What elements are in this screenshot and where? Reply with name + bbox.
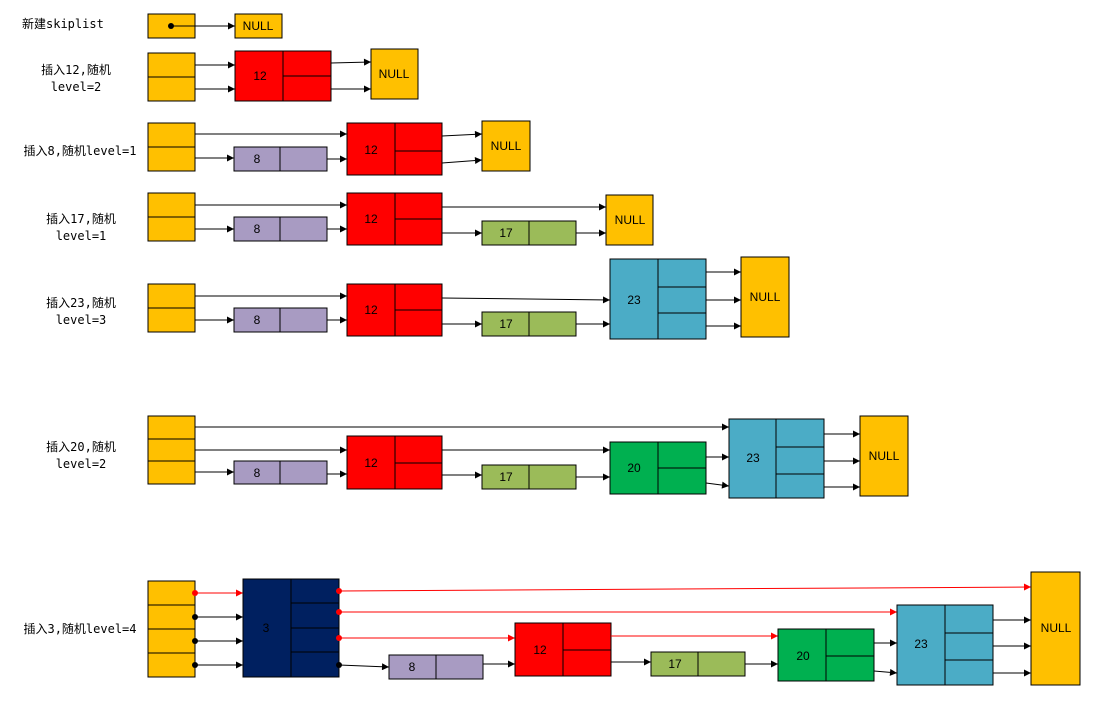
step-3: 插入8,随机level=1 8 12 NULL [23, 120, 531, 176]
null-node [605, 194, 654, 246]
step-3-label: 插入8,随机level=1 [23, 143, 136, 158]
step-6-label-line1: 插入20,随机 [46, 439, 116, 454]
node-8-label: 8 [254, 466, 261, 480]
null-node [740, 256, 790, 338]
step-1: 新建skiplist NULL [22, 13, 283, 39]
node-12-label: 12 [364, 303, 378, 317]
node-8-label: 8 [254, 222, 261, 236]
pointer-arrow [441, 157, 483, 165]
node-17-label: 17 [499, 317, 513, 331]
null-label: NULL [1041, 621, 1072, 635]
pointer-arrow [441, 296, 611, 304]
node-12-label: 12 [364, 456, 378, 470]
step-4-label-line1: 插入17,随机 [46, 211, 116, 226]
null-label: NULL [379, 67, 410, 81]
null-node [1030, 571, 1081, 686]
node-8-label: 8 [254, 152, 261, 166]
null-label: NULL [869, 449, 900, 463]
null-label: NULL [615, 213, 646, 227]
step-6: 插入20,随机 level=2 8 12 17 20 23 [46, 415, 909, 499]
null-label: NULL [491, 139, 522, 153]
node-17-label: 17 [499, 470, 513, 484]
null-node [481, 120, 531, 172]
null-node [859, 415, 909, 497]
step-2: 插入12,随机 level=2 12 NULL [41, 48, 419, 102]
node-17-label: 17 [499, 226, 513, 240]
node-23-label: 23 [914, 637, 928, 651]
step-5: 插入23,随机 level=3 8 12 17 23 NULL [46, 256, 790, 340]
step-5-label-line2: level=3 [56, 313, 107, 327]
node-8-label: 8 [254, 313, 261, 327]
null-label: NULL [243, 19, 274, 33]
null-node [234, 13, 283, 39]
null-node [370, 48, 419, 100]
step-7: 插入3,随机level=4 3 8 [23, 571, 1081, 686]
node-3-label: 3 [263, 621, 270, 635]
step-4-label-line2: level=1 [56, 229, 107, 243]
node-12-label: 12 [364, 212, 378, 226]
node-23-label: 23 [746, 451, 760, 465]
null-label: NULL [750, 290, 781, 304]
step-2-label-line2: level=2 [51, 80, 102, 94]
node-17-label: 17 [668, 657, 682, 671]
update-pointer-arrow [338, 583, 1032, 592]
step-5-label-line1: 插入23,随机 [46, 295, 116, 310]
pointer-arrow [705, 481, 730, 489]
step-6-label-line2: level=2 [56, 457, 107, 471]
step-7-label: 插入3,随机level=4 [23, 621, 136, 636]
node-12-label: 12 [253, 69, 267, 83]
node-20-label: 20 [627, 461, 641, 475]
pointer-arrow [873, 668, 898, 676]
step-1-label: 新建skiplist [22, 16, 104, 31]
step-2-label-line1: 插入12,随机 [41, 62, 111, 77]
node-8-label: 8 [409, 660, 416, 674]
node-20-label: 20 [796, 649, 810, 663]
node-12-label: 12 [533, 643, 547, 657]
head-node [147, 415, 196, 485]
pointer-arrow [330, 58, 372, 66]
node-12-label: 12 [364, 143, 378, 157]
step-4: 插入17,随机 level=1 8 12 17 NULL [46, 192, 654, 246]
node-23-label: 23 [627, 293, 641, 307]
pointer-arrow [338, 663, 390, 671]
pointer-arrow [441, 130, 483, 138]
